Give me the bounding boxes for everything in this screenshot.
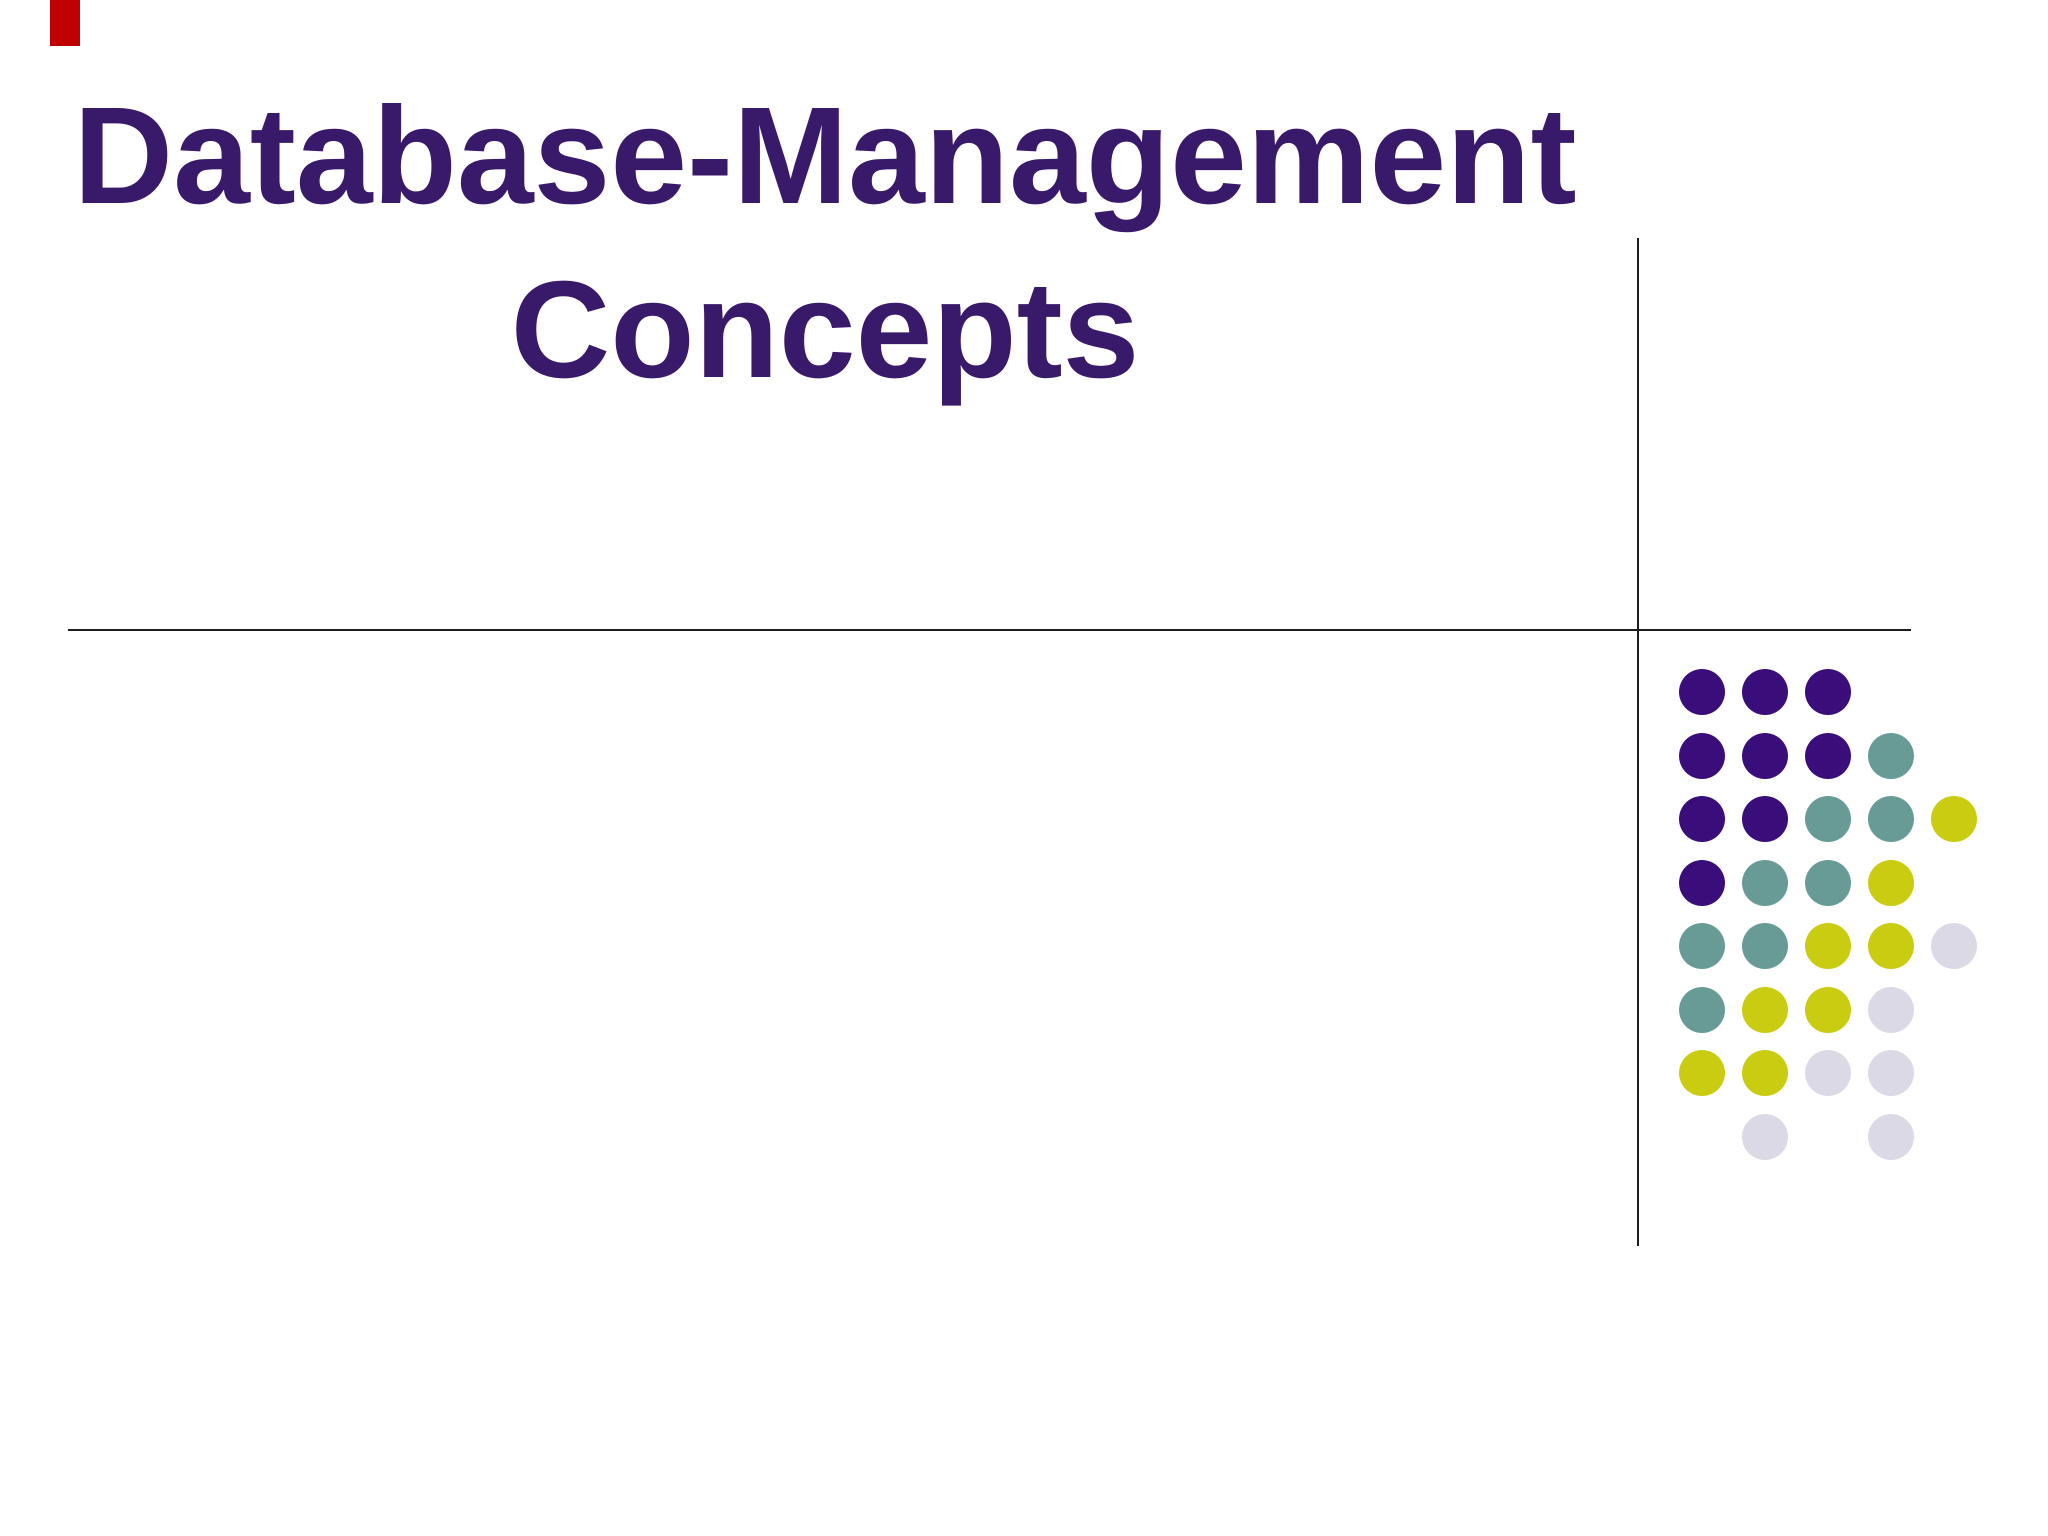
decorative-dot	[1868, 860, 1914, 906]
decorative-dot	[1742, 1050, 1788, 1096]
decorative-dot	[1805, 1050, 1851, 1096]
decorative-dot	[1679, 796, 1725, 842]
decorative-dot	[1805, 669, 1851, 715]
decorative-dot	[1742, 860, 1788, 906]
decorative-dot	[1679, 733, 1725, 779]
decorative-dot	[1868, 1114, 1914, 1160]
decorative-dot	[1742, 796, 1788, 842]
decorative-dot	[1805, 796, 1851, 842]
horizontal-divider-line	[68, 629, 1911, 631]
decorative-dot	[1931, 796, 1977, 842]
decorative-dot	[1931, 923, 1977, 969]
decorative-dot	[1868, 733, 1914, 779]
slide-title: Database-Management Concepts	[60, 69, 1590, 417]
decorative-dot	[1868, 987, 1914, 1033]
decorative-dot	[1805, 923, 1851, 969]
decorative-dot	[1742, 987, 1788, 1033]
vertical-divider-line	[1637, 238, 1639, 1246]
decorative-dot	[1742, 733, 1788, 779]
decorative-dot	[1679, 923, 1725, 969]
decorative-dot	[1742, 669, 1788, 715]
decorative-dot	[1868, 1050, 1914, 1096]
decorative-dot	[1805, 733, 1851, 779]
decorative-dot	[1805, 987, 1851, 1033]
decorative-dot	[1868, 796, 1914, 842]
slide-title-line1: Database-Management	[73, 79, 1577, 233]
red-accent-bar	[50, 0, 80, 46]
decorative-dot	[1679, 860, 1725, 906]
decorative-dot	[1679, 987, 1725, 1033]
decorative-dot	[1868, 923, 1914, 969]
decorative-dot	[1679, 1050, 1725, 1096]
decorative-dot	[1742, 1114, 1788, 1160]
decorative-dot	[1742, 923, 1788, 969]
decorative-dot	[1805, 860, 1851, 906]
slide-title-line2: Concepts	[510, 253, 1140, 407]
decorative-dot	[1679, 669, 1725, 715]
